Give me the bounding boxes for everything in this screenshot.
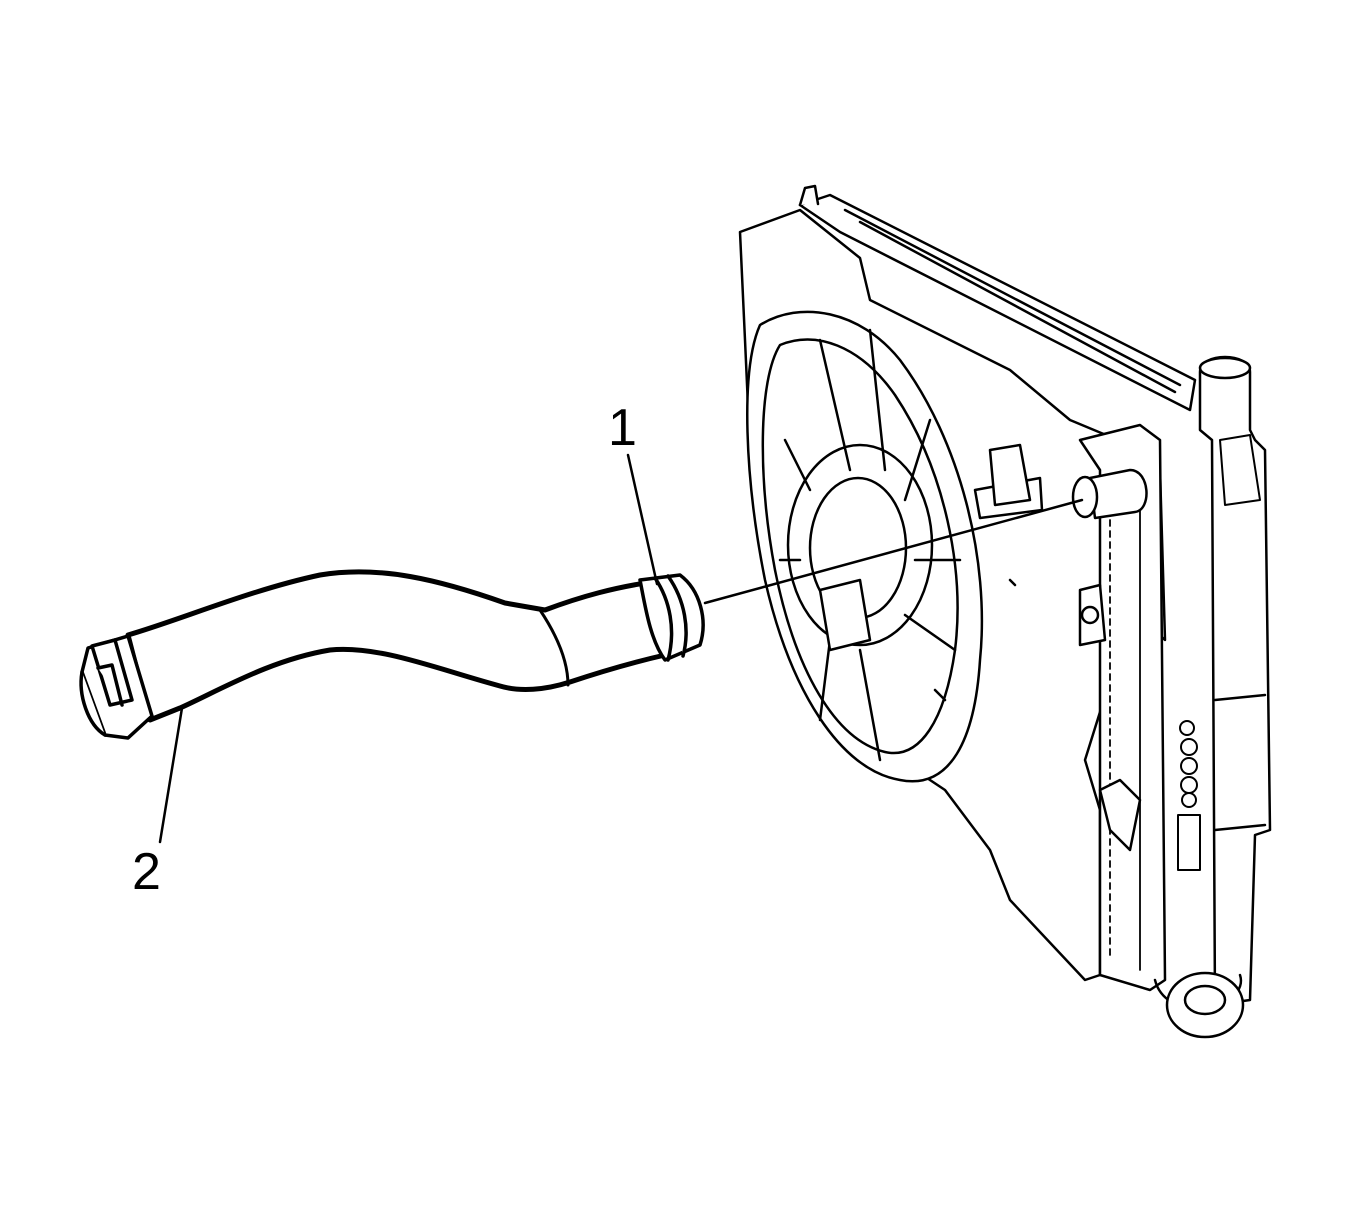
fan-ring-inner xyxy=(761,338,959,755)
radiator-assembly xyxy=(738,184,1272,1039)
radiator-inlet-hose xyxy=(79,569,705,740)
receiver-dryer-tube xyxy=(1198,355,1272,1007)
callout-2: 2 xyxy=(132,843,161,901)
callout-1: 1 xyxy=(608,399,637,457)
radiator-top-rail xyxy=(798,193,1197,412)
leader-line-2 xyxy=(158,706,184,844)
drain-plug xyxy=(1165,971,1245,1039)
hose-clamp xyxy=(79,634,154,740)
vent-holes xyxy=(1179,720,1198,808)
fan-strut xyxy=(778,328,962,762)
leader-lines xyxy=(158,453,1084,844)
alignment-line xyxy=(703,498,1084,605)
hose-body xyxy=(125,569,668,723)
radiator-outlet-neck xyxy=(1088,468,1148,520)
hose-end-fitting xyxy=(638,573,705,662)
leader-line-1 xyxy=(626,453,659,586)
